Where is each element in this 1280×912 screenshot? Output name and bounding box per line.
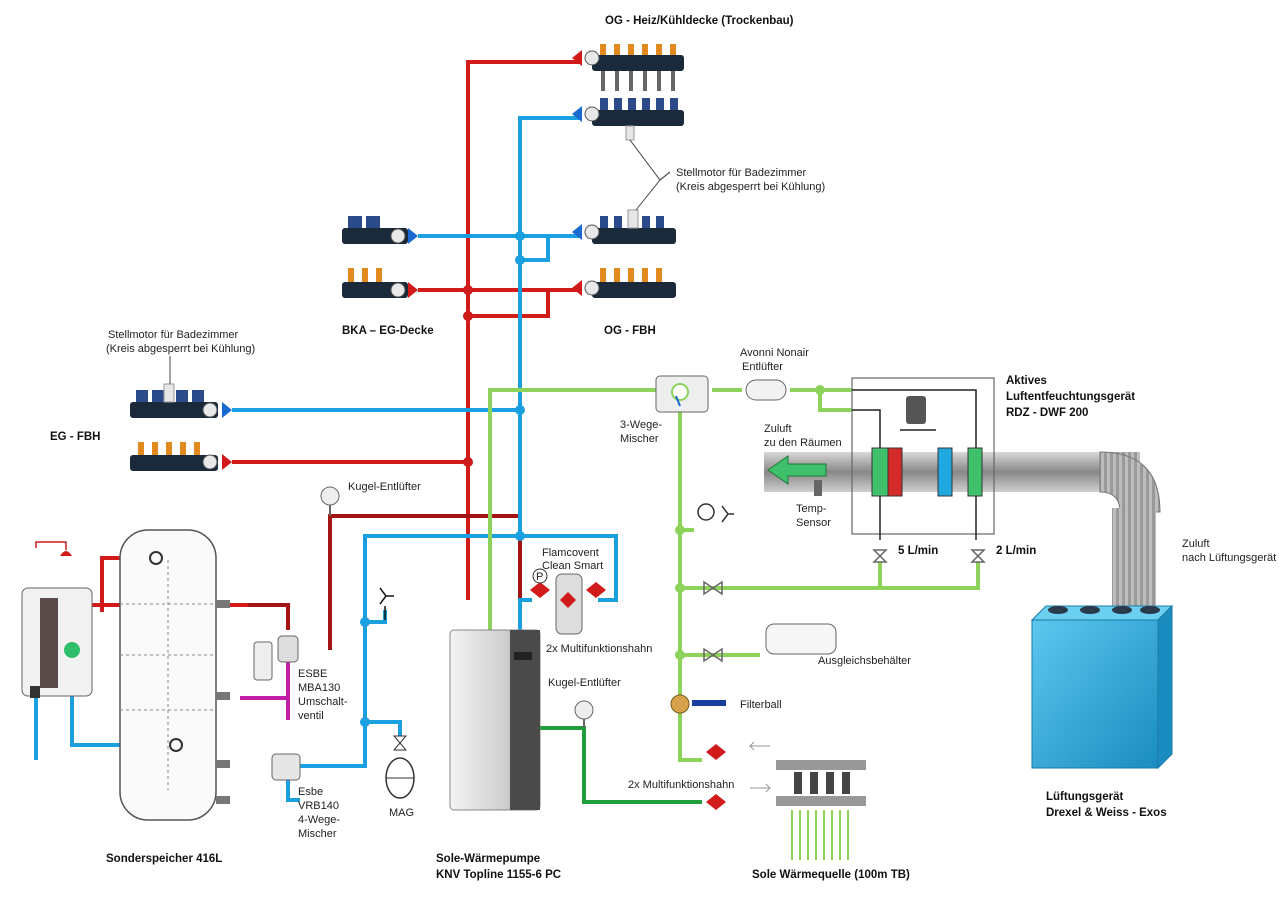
label-esbe-mba-4: ventil bbox=[298, 710, 324, 722]
label-lueftung-2: Drexel & Weiss - Exos bbox=[1046, 807, 1167, 819]
air-duct bbox=[764, 451, 1161, 618]
fresh-water-station bbox=[21, 541, 93, 698]
label-flamcovent-2: Clean Smart bbox=[542, 560, 603, 572]
multifunction-valves-right bbox=[706, 744, 726, 810]
label-stellmotor-og-1: Stellmotor für Badezimmer bbox=[676, 167, 807, 179]
supply-arrow bbox=[767, 455, 827, 485]
label-zuluft-raeume-2: zu den Räumen bbox=[764, 437, 842, 449]
labels: OG - Heiz/Kühldecke (Trockenbau) Stellmo… bbox=[50, 15, 1276, 881]
flamcovent-separator bbox=[530, 568, 606, 635]
label-wp-1: Sole-Wärmepumpe bbox=[436, 853, 540, 865]
label-multifunktionshahn-1: 2x Multifunktionshahn bbox=[546, 643, 652, 655]
junction-dots bbox=[360, 231, 825, 727]
label-stellmotor-og-2: (Kreis abgesperrt bei Kühlung) bbox=[676, 181, 825, 193]
label-esbe-vrb-3: 4-Wege- bbox=[298, 814, 340, 826]
dehumidifier-box bbox=[814, 377, 995, 540]
label-og-fbh: OG - FBH bbox=[604, 325, 656, 337]
label-aktives-2: Luftentfeuchtungsgerät bbox=[1006, 391, 1135, 403]
manifold-bka-bottom bbox=[342, 268, 418, 298]
callout-lines bbox=[169, 139, 671, 384]
label-kugel-entluefter-2: Kugel-Entlüfter bbox=[548, 677, 621, 689]
dark-return-pipes bbox=[248, 514, 522, 650]
label-filterball: Filterball bbox=[740, 699, 782, 711]
label-esbe-vrb-4: Mischer bbox=[298, 828, 337, 840]
label-multifunktionshahn-2: 2x Multifunktionshahn bbox=[628, 779, 734, 791]
mixer-pipes bbox=[240, 660, 290, 720]
label-stellmotor-eg-1: Stellmotor für Badezimmer bbox=[108, 329, 239, 341]
brine-return-pipe bbox=[540, 726, 702, 804]
label-avonni-1: Avonni Nonair bbox=[740, 347, 809, 359]
three-way-mixer bbox=[655, 375, 709, 413]
label-flamcovent-1: Flamcovent bbox=[542, 547, 599, 559]
manifold-og-decke-bottom bbox=[572, 98, 684, 141]
label-temp-1: Temp- bbox=[796, 503, 827, 515]
label-bka: BKA – EG-Decke bbox=[342, 325, 434, 337]
kugel-entluefter-2 bbox=[574, 700, 594, 728]
label-wp-2: KNV Topline 1155-6 PC bbox=[436, 869, 561, 881]
gate-valves-right bbox=[703, 549, 986, 663]
manifold-og-fbh-top bbox=[572, 209, 676, 244]
label-kugel-entluefter-1: Kugel-Entlüfter bbox=[348, 481, 421, 493]
label-esbe-mba-3: Umschalt- bbox=[298, 696, 348, 708]
label-zuluft-geraet-1: Zuluft bbox=[1182, 538, 1210, 550]
label-temp-2: Sensor bbox=[796, 517, 831, 529]
esbe-mba130-valve bbox=[253, 635, 299, 681]
brine-manifold bbox=[776, 760, 866, 860]
filterball bbox=[670, 694, 726, 714]
expansion-tank-brine bbox=[765, 623, 837, 655]
label-mischer3-1: 3-Wege- bbox=[620, 419, 662, 431]
label-avonni-2: Entlüfter bbox=[742, 361, 783, 373]
label-sole-quelle: Sole Wärmequelle (100m TB) bbox=[752, 869, 910, 881]
label-esbe-vrb-1: Esbe bbox=[298, 786, 323, 798]
safety-valve-left bbox=[379, 587, 394, 620]
label-flow-2: 2 L/min bbox=[996, 545, 1036, 557]
label-sonderspeicher: Sonderspeicher 416L bbox=[106, 853, 222, 865]
label-zuluft-geraet-2: nach Lüftungsgerät bbox=[1182, 552, 1276, 564]
mag-vessel bbox=[385, 735, 415, 799]
manometer-right bbox=[697, 503, 734, 523]
label-aktives-3: RDZ - DWF 200 bbox=[1006, 407, 1088, 419]
flow-arrows-manifold bbox=[748, 741, 772, 793]
storage-tank bbox=[119, 529, 230, 821]
label-mag: MAG bbox=[389, 807, 414, 819]
label-flow-5: 5 L/min bbox=[898, 545, 938, 557]
kugel-entluefter-1 bbox=[320, 486, 340, 516]
manifold-eg-top bbox=[130, 383, 232, 418]
manifold-og-decke-top bbox=[572, 44, 684, 91]
manifold-bka-top bbox=[342, 216, 418, 244]
esbe-vrb140-valve bbox=[271, 753, 301, 781]
label-esbe-mba-1: ESBE bbox=[298, 668, 327, 680]
heat-pump bbox=[449, 629, 541, 811]
manifold-og-fbh-bottom bbox=[572, 268, 676, 298]
label-ausgleich: Ausgleichsbehälter bbox=[818, 655, 911, 667]
label-zuluft-raeume-1: Zuluft bbox=[764, 423, 792, 435]
manifold-eg-bottom bbox=[130, 442, 232, 471]
label-p-symbol: P bbox=[536, 571, 543, 583]
avonni-separator bbox=[745, 379, 787, 401]
label-mischer3-2: Mischer bbox=[620, 433, 659, 445]
label-eg-fbh: EG - FBH bbox=[50, 431, 100, 443]
label-esbe-vrb-2: VRB140 bbox=[298, 800, 339, 812]
label-lueftung-1: Lüftungsgerät bbox=[1046, 791, 1123, 803]
label-esbe-mba-2: MBA130 bbox=[298, 682, 340, 694]
label-stellmotor-eg-2: (Kreis abgesperrt bei Kühlung) bbox=[106, 343, 255, 355]
ventilation-unit bbox=[1030, 604, 1174, 770]
label-aktives-1: Aktives bbox=[1006, 375, 1047, 387]
label-og-decke: OG - Heiz/Kühldecke (Trockenbau) bbox=[605, 15, 794, 27]
